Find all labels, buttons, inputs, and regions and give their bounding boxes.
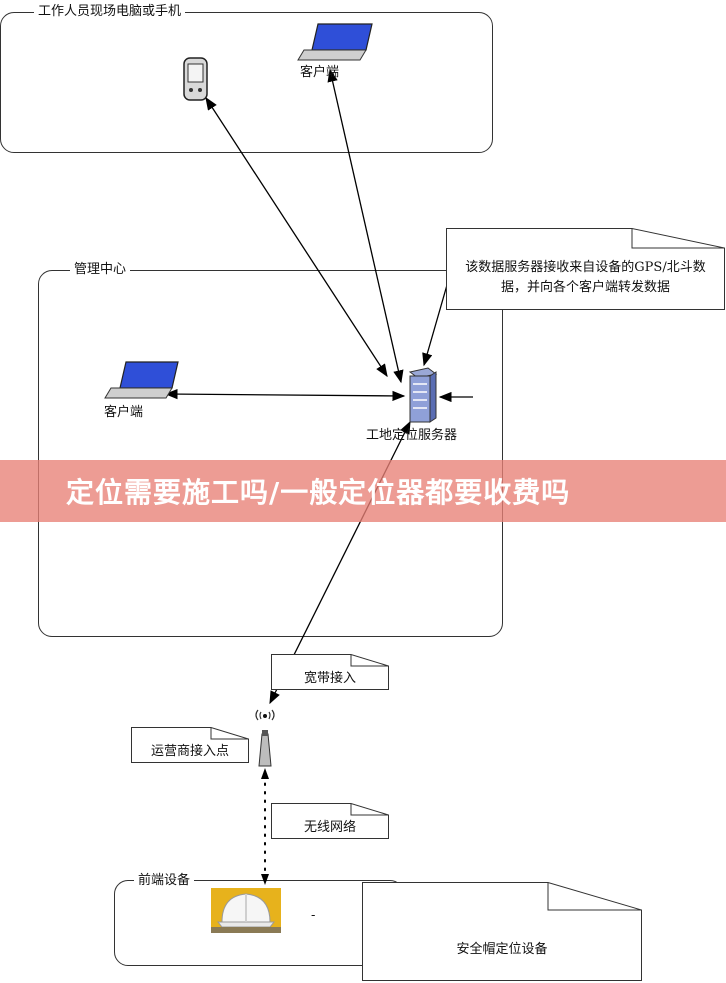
management-center-group-label: 管理中心 [70,262,131,278]
wireless-note-text: 无线网络 [303,820,356,835]
dash-text: - [311,908,316,923]
broadband-note: 宽带接入 [271,654,389,690]
wireless-arrow-up [261,768,269,779]
worker-devices-group-label: 工作人员现场电脑或手机 [34,4,186,20]
server-note-text: 该数据服务器接收来自设备的GPS/北斗数据，并向各个客户端转发数据 [465,260,706,295]
wireless-note: 无线网络 [271,803,389,839]
broadband-note-text: 宽带接入 [303,671,356,686]
frontend-devices-group-label: 前端设备 [134,873,195,889]
top-client-server-link [327,68,404,384]
client-mid-label: 客户端 [104,405,144,420]
mid-client-server-link [164,388,406,402]
phone-server-link [205,96,388,378]
helmet-device-note: 安全帽定位设备 [362,882,642,981]
title-banner: 定位需要施工吗/一般定位器都要收费吗 [0,460,726,522]
wireless-arrow-down [261,874,269,885]
server-label: 工地定位服务器 [366,428,458,443]
carrier-ap-note-text: 运营商接入点 [150,744,229,759]
banner-title: 定位需要施工吗/一般定位器都要收费吗 [66,476,571,509]
helmet-device-note-text: 安全帽定位设备 [456,942,548,957]
note-server-link [422,284,448,367]
server-note: 该数据服务器接收来自设备的GPS/北斗数据，并向各个客户端转发数据 [446,228,725,310]
carrier-ap-note: 运营商接入点 [131,727,249,763]
client-top-label: 客户端 [300,65,340,80]
